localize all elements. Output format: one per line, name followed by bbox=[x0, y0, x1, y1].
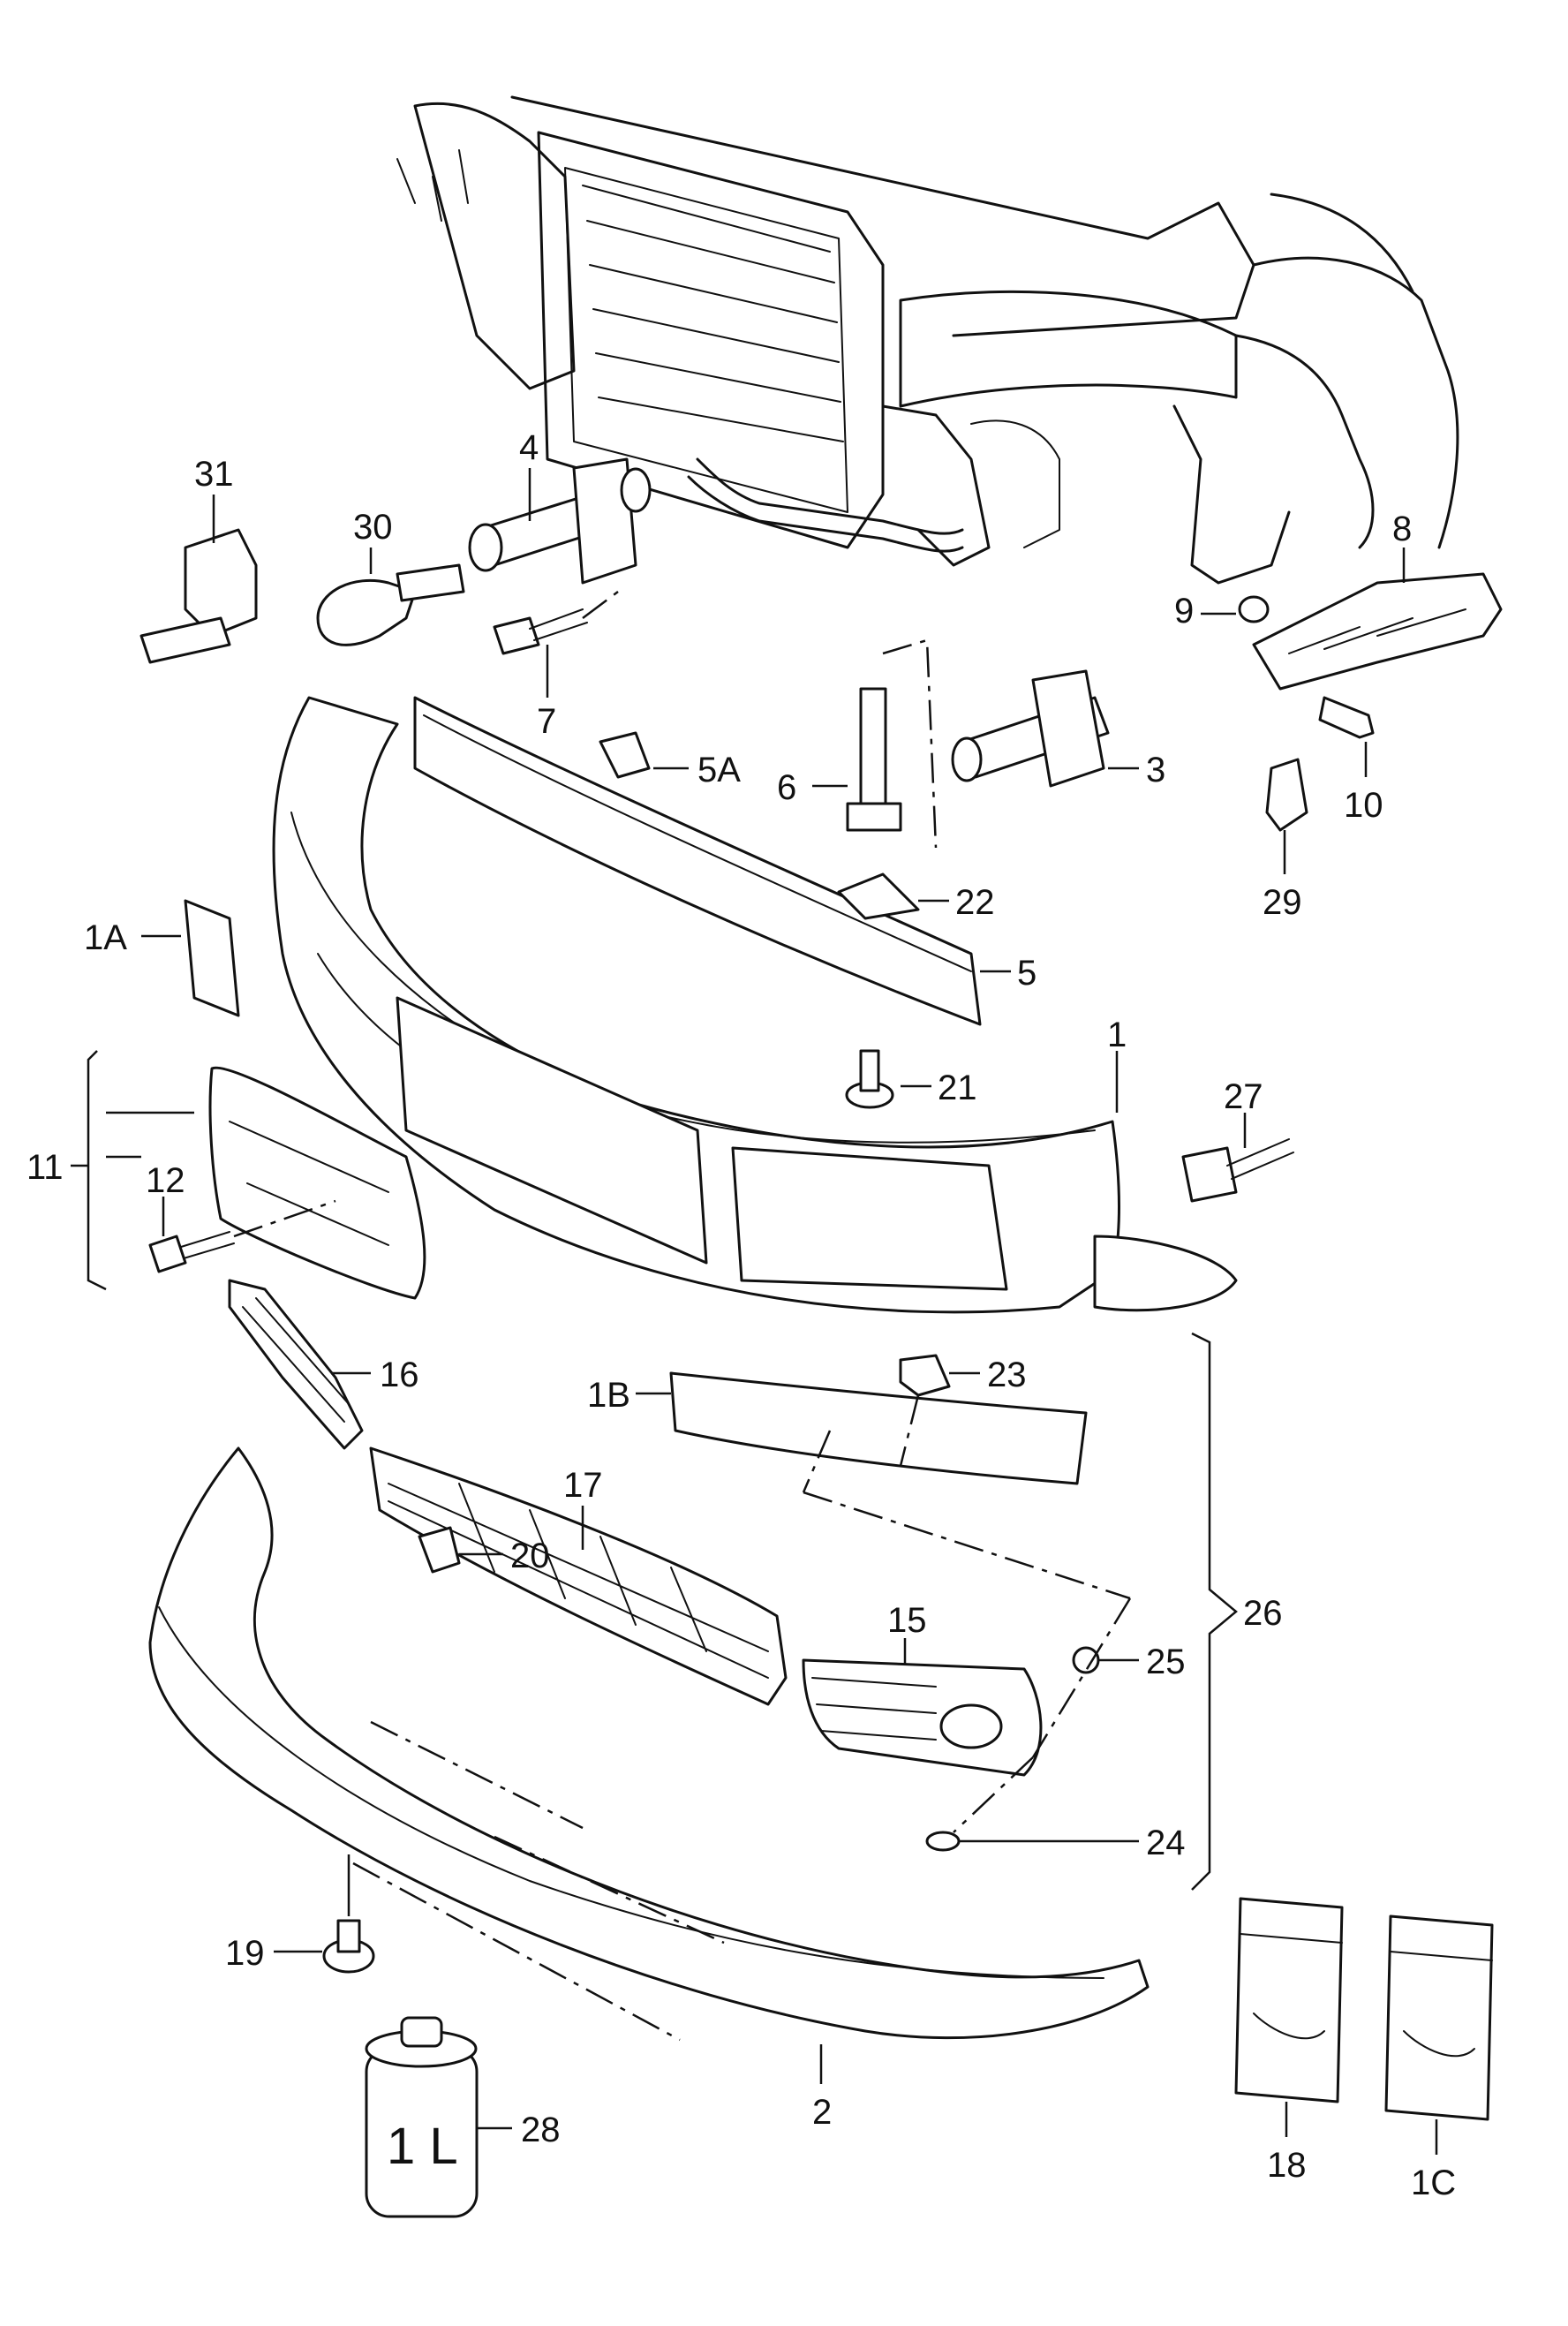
label-17: 17 bbox=[563, 1466, 603, 1505]
part-15-fog-grille bbox=[802, 1638, 1043, 1777]
part-12-screw bbox=[148, 1197, 336, 1273]
label-25: 25 bbox=[1146, 1643, 1186, 1681]
label-1: 1 bbox=[1107, 1016, 1127, 1054]
part-26-group-bracket bbox=[1191, 1332, 1238, 1891]
label-10: 10 bbox=[1344, 786, 1383, 825]
part-4-towing-bracket bbox=[468, 457, 652, 585]
part-25-clip bbox=[1031, 1597, 1139, 1758]
part-16-side-grille bbox=[228, 1279, 371, 1450]
label-6: 6 bbox=[777, 768, 796, 807]
part-2-spoiler bbox=[148, 1446, 1150, 2084]
vehicle-front-structure bbox=[396, 95, 1459, 585]
label-11: 11 bbox=[26, 1148, 64, 1187]
label-3: 3 bbox=[1146, 751, 1165, 789]
part-3-bracket bbox=[882, 638, 1139, 849]
part-1-bumper-cover bbox=[272, 696, 1238, 1314]
part-23-clip bbox=[899, 1354, 980, 1467]
part-20-clip bbox=[418, 1526, 503, 1574]
part-5A-clip bbox=[599, 731, 689, 779]
part-7-screw bbox=[493, 591, 619, 698]
label-27: 27 bbox=[1224, 1077, 1263, 1116]
label-1C: 1C bbox=[1411, 2164, 1456, 2202]
label-19: 19 bbox=[225, 1934, 265, 1973]
label-15: 15 bbox=[887, 1601, 927, 1640]
label-26: 26 bbox=[1243, 1594, 1283, 1633]
label-18: 18 bbox=[1267, 2146, 1307, 2185]
label-28: 28 bbox=[521, 2111, 561, 2149]
part-11-plate-bracket bbox=[71, 1050, 426, 1300]
label-4: 4 bbox=[519, 428, 539, 467]
part-19-grommet bbox=[274, 1854, 375, 1974]
part-21-fastener bbox=[845, 1049, 931, 1109]
part-8-bracket bbox=[1252, 548, 1503, 691]
label-29: 29 bbox=[1263, 883, 1302, 922]
label-31: 31 bbox=[194, 455, 234, 494]
part-22-clip bbox=[837, 872, 949, 920]
bottle-volume-text: 1 L bbox=[387, 2118, 458, 2175]
part-27-screw bbox=[1181, 1113, 1294, 1203]
label-30: 30 bbox=[353, 508, 393, 547]
part-5-impact-bar bbox=[413, 696, 1011, 1026]
label-22: 22 bbox=[955, 883, 995, 922]
part-9-nut bbox=[1201, 595, 1270, 623]
label-8: 8 bbox=[1392, 510, 1412, 548]
part-1A-cap bbox=[141, 899, 240, 1017]
label-16: 16 bbox=[380, 1356, 419, 1394]
part-31-bracket bbox=[139, 495, 258, 664]
label-20: 20 bbox=[510, 1537, 550, 1575]
part-labels: 31 30 4 7 8 9 10 29 5A 6 3 22 1A 5 1 2 1 … bbox=[26, 428, 1456, 2202]
part-18-bag bbox=[1234, 1897, 1344, 2137]
label-12: 12 bbox=[146, 1161, 185, 1200]
label-5A: 5A bbox=[697, 751, 741, 789]
label-1B: 1B bbox=[587, 1376, 630, 1415]
part-1B-strip bbox=[636, 1371, 1088, 1485]
part-1C-bag bbox=[1384, 1914, 1494, 2155]
part-30-towing-eye bbox=[316, 548, 465, 646]
part-10-screw bbox=[1318, 696, 1375, 777]
part-29-seal bbox=[1265, 758, 1308, 874]
label-1A: 1A bbox=[84, 918, 127, 957]
label-2: 2 bbox=[812, 2093, 832, 2132]
label-23: 23 bbox=[987, 1356, 1027, 1394]
part-28-bottle bbox=[365, 2016, 512, 2218]
label-21: 21 bbox=[938, 1069, 977, 1107]
part-17-center-grille bbox=[369, 1430, 1131, 1706]
label-7: 7 bbox=[537, 702, 556, 741]
label-24: 24 bbox=[1146, 1824, 1186, 1862]
label-5: 5 bbox=[1017, 954, 1037, 993]
part-6-bolt bbox=[812, 687, 902, 832]
part-24-screw bbox=[925, 1756, 1139, 1852]
label-9: 9 bbox=[1174, 592, 1194, 631]
